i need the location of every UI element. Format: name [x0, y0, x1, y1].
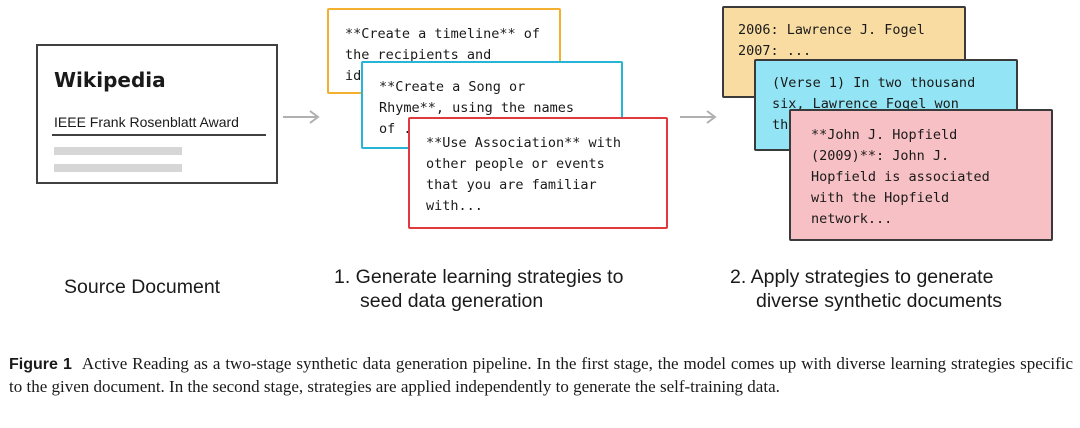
arrow-right-icon: [680, 110, 717, 124]
source-document-card: Wikipedia IEEE Frank Rosenblatt Award: [36, 44, 278, 184]
stage2-caption-line2: diverse synthetic documents: [756, 290, 1003, 312]
stage2-caption-line1: 2. Apply strategies to generate: [730, 266, 994, 288]
source-caption: Source Document: [64, 276, 221, 298]
stage2-caption: 2. Apply strategies to generate diverse …: [730, 265, 1002, 313]
arrow-right-icon: [283, 110, 320, 124]
document-text-placeholder: [54, 147, 182, 155]
figure-label: Figure 1: [9, 356, 72, 373]
stage1-caption-line1: 1. Generate learning strategies to: [334, 266, 624, 288]
document-subtitle: IEEE Frank Rosenblatt Award: [54, 114, 239, 130]
stage1-caption-line2: seed data generation: [360, 290, 544, 312]
figure-caption: Figure 1 Active Reading as a two-stage s…: [9, 353, 1073, 398]
document-title: Wikipedia: [54, 68, 166, 92]
strategy-card-association: **Use Association** with other people or…: [408, 117, 668, 229]
strategy-card-timeline: **Create a timeline** of the recipients …: [327, 8, 561, 94]
generated-doc-association: **John J. Hopfield (2009)**: John J. Hop…: [789, 109, 1053, 241]
figure-caption-text: Active Reading as a two-stage synthetic …: [9, 354, 1073, 396]
document-text-placeholder: [54, 164, 182, 172]
stage1-caption: 1. Generate learning strategies to seed …: [334, 265, 623, 313]
document-divider: [52, 134, 266, 136]
